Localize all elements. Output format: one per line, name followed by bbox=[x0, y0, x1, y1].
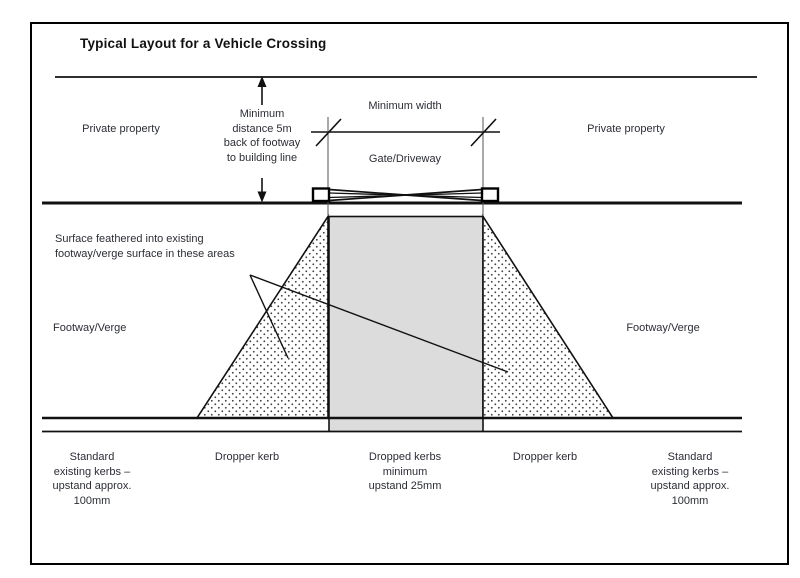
leader-line-right bbox=[249, 274, 509, 373]
surface-feathered-note: Surface feathered into existing footway/… bbox=[55, 233, 235, 260]
dropper-kerb-label-left: Dropper kerb bbox=[214, 451, 280, 463]
leader-line-left bbox=[249, 274, 289, 359]
footway-verge-label-left: Footway/Verge bbox=[53, 322, 127, 334]
distance-arrowhead-up bbox=[257, 76, 267, 87]
minimum-width-label: Minimum width bbox=[368, 100, 442, 112]
gate-driveway-label: Gate/Driveway bbox=[368, 153, 442, 165]
dropped-kerb-strip bbox=[329, 418, 483, 432]
feathered-area-right bbox=[482, 213, 615, 419]
min-width-tick-left bbox=[315, 118, 342, 147]
private-property-label-right: Private property bbox=[587, 123, 665, 135]
dropped-crossing-surface bbox=[328, 215, 484, 419]
min-width-tick-right bbox=[470, 118, 497, 147]
diagram-title: Typical Layout for a Vehicle Crossing bbox=[80, 36, 327, 51]
gate-post-left bbox=[311, 187, 331, 203]
footway-verge-label-right: Footway/Verge bbox=[626, 322, 700, 334]
standard-kerbs-label-right: Standard existing kerbs – upstand approx… bbox=[650, 451, 730, 507]
min-distance-note: Minimum distance 5m back of footway to b… bbox=[223, 108, 301, 164]
standard-kerbs-label-left: Standard existing kerbs – upstand approx… bbox=[52, 451, 132, 507]
gate-rail-4 bbox=[328, 192, 483, 199]
distance-arrowhead-down bbox=[257, 191, 267, 203]
dropped-kerbs-label-centre: Dropped kerbs minimum upstand 25mm bbox=[368, 451, 442, 492]
private-property-label-left: Private property bbox=[82, 123, 160, 135]
gate-post-right bbox=[480, 187, 500, 203]
dropper-kerb-label-right: Dropper kerb bbox=[512, 451, 578, 463]
